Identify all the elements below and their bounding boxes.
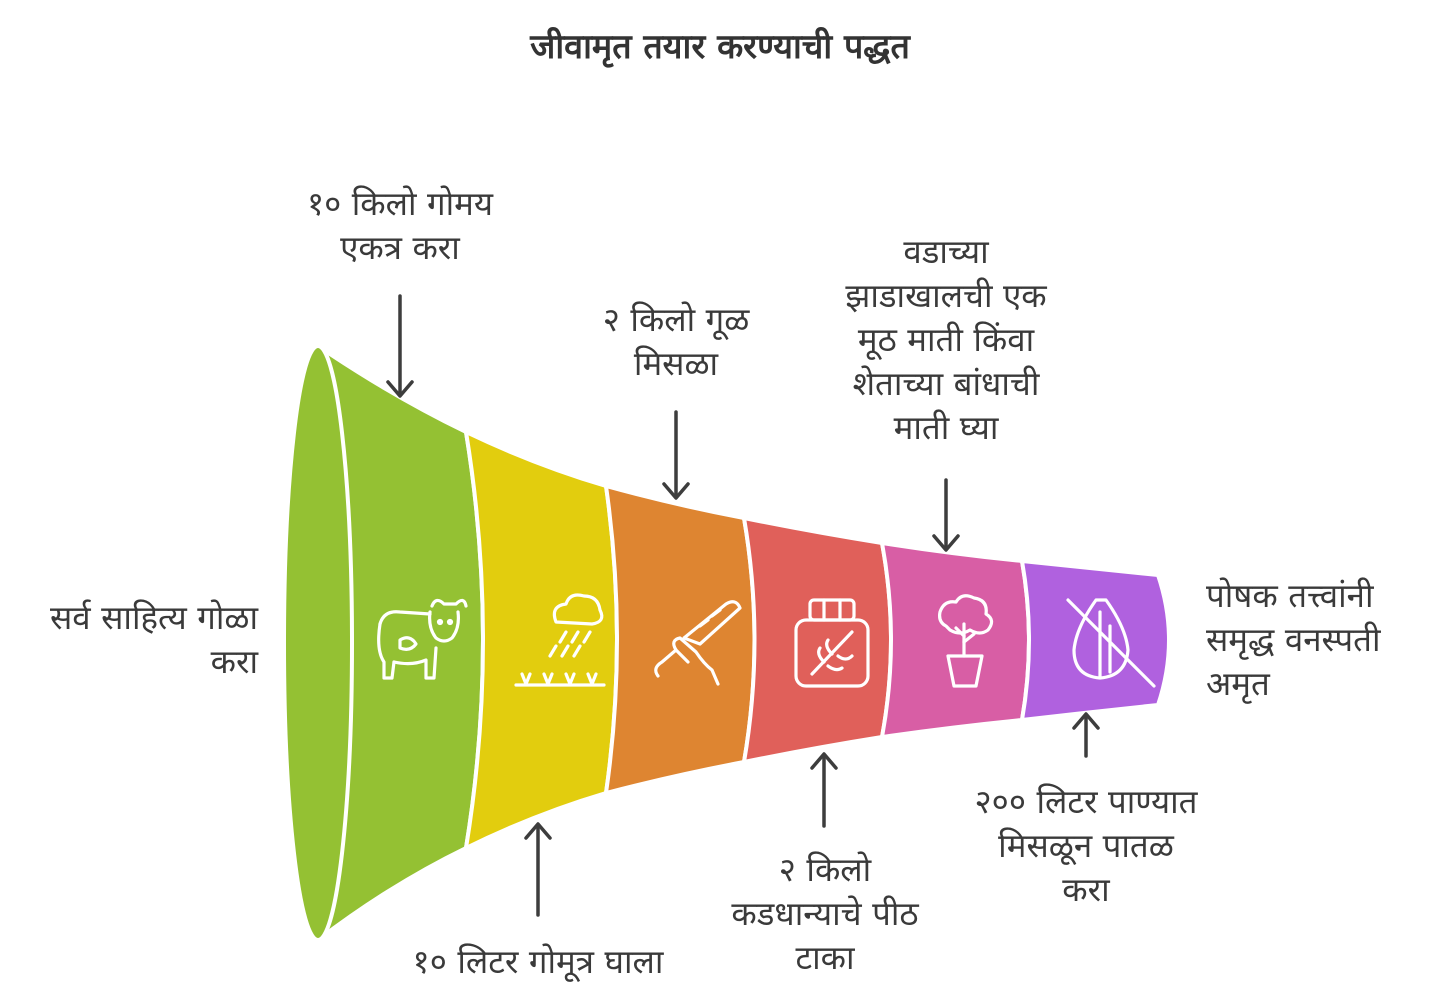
funnel-segment-2 [463, 428, 619, 852]
step-4-label: २ किलो कडधान्याचे पीठ टाका [680, 848, 970, 980]
end-label-line-2: समृद्ध वनस्पती [1206, 620, 1381, 659]
arrow-step-1 [386, 294, 414, 398]
step-6-label: २०० लिटर पाण्यात मिसळून पातळ करा [930, 780, 1242, 912]
step-3-line-2: मिसळा [633, 344, 719, 383]
arrow-step-5 [932, 478, 960, 552]
step-4-line-1: २ किलो [778, 850, 872, 889]
funnel-segment-6 [1019, 558, 1171, 723]
step-6-line-1: २०० लिटर पाण्यात [974, 782, 1198, 821]
funnel-segment-5 [879, 540, 1031, 740]
step-5-line-2: झाडाखालची एक [845, 276, 1047, 315]
arrow-step-3 [662, 410, 690, 500]
no-drop-icon [1066, 598, 1156, 688]
step-2-label: १० लिटर गोमूत्र घाला [380, 940, 696, 984]
end-label-line-1: पोषक तत्त्वांनी [1206, 576, 1374, 615]
step-6-line-2: मिसळून पातळ [998, 826, 1174, 865]
diagram-title: जीवामृत तयार करण्याची पद्धत [530, 27, 910, 67]
hand-test-strip-icon [654, 600, 742, 686]
step-4-line-3: टाका [795, 938, 855, 977]
start-label-line-1: सर्व साहित्य गोळा [49, 598, 258, 637]
potted-tree-icon [938, 594, 994, 688]
arrow-step-6 [1072, 712, 1100, 758]
step-5-line-1: वडाच्या [903, 232, 989, 271]
step-3-line-1: २ किलो गूळ [602, 300, 750, 339]
grain-jar-icon [794, 598, 870, 688]
step-3-label: २ किलो गूळ मिसळा [556, 298, 796, 386]
arrow-step-2 [524, 822, 552, 917]
step-6-line-3: करा [1062, 870, 1110, 909]
step-4-line-2: कडधान्याचे पीठ [731, 894, 919, 933]
step-1-label: १० किलो गोमय एकत्र करा [250, 182, 550, 270]
funnel-mouth [282, 344, 354, 942]
rain-on-field-icon [514, 593, 606, 687]
step-5-label: वडाच्या झाडाखालची एक मूठ माती किंवा शेता… [796, 230, 1096, 450]
step-1-line-1: १० किलो गोमय [306, 184, 494, 223]
start-label-line-2: करा [210, 642, 258, 681]
end-label-line-3: अमृत [1206, 664, 1270, 703]
step-5-line-4: शेताच्या बांधाची [852, 364, 1040, 403]
step-2-line-1: १० लिटर गोमूत्र घाला [412, 942, 664, 981]
end-label: पोषक तत्त्वांनी समृद्ध वनस्पती अमृत [1206, 574, 1436, 706]
step-5-line-3: मूठ माती किंवा [857, 320, 1035, 359]
arrow-step-4 [810, 752, 838, 828]
start-label: सर्व साहित्य गोळा करा [0, 596, 258, 684]
step-5-line-5: माती घ्या [893, 408, 999, 447]
step-1-line-2: एकत्र करा [340, 228, 460, 267]
cow-icon [377, 598, 468, 680]
